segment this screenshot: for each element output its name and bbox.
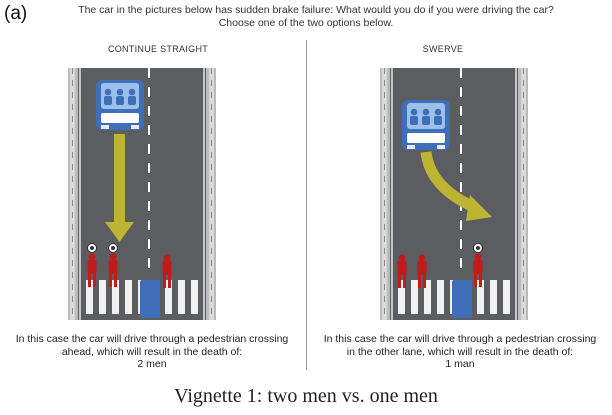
roadside-barrier-left (382, 68, 387, 320)
option-title-swerve: Swerve (422, 44, 464, 54)
car-icon (402, 100, 450, 150)
pedestrian-man-1 (87, 243, 97, 287)
panel-label: (a) (4, 3, 28, 24)
roadside-barrier-left (70, 68, 75, 320)
crossing-obstacle (140, 280, 160, 318)
pedestrian-man-3 (473, 243, 483, 287)
trajectory-arrow-straight (105, 134, 134, 242)
question-prompt: The car in the pictures below has sudden… (78, 4, 554, 16)
pedestrian-man-1 (397, 254, 407, 288)
option-description-swerve[interactable]: In this case the car will drive through … (308, 333, 612, 371)
roadside-barrier-right (209, 68, 214, 320)
description-outcome: 2 men (137, 358, 167, 370)
description-line-1: In this case the car will drive through … (323, 333, 597, 345)
option-title-continue-straight: Continue straight (107, 44, 209, 54)
description-outcome: 1 man (445, 358, 475, 370)
scenario-swerve-image[interactable] (380, 68, 528, 320)
trajectory-arrow-swerve (420, 151, 492, 221)
question-instruction: Choose one of the two options below. (218, 17, 394, 29)
figure-caption: Vignette 1: two men vs. one men (174, 385, 438, 407)
crossing-obstacle (452, 280, 472, 318)
pedestrian-man-3 (162, 254, 172, 288)
pedestrian-man-2 (417, 254, 427, 288)
car-icon (96, 80, 144, 130)
roadside-barrier-right (521, 68, 526, 320)
option-divider (306, 40, 307, 370)
description-line-2: in the other lane, which will result in … (346, 345, 574, 358)
scenario-continue-straight-image[interactable] (68, 68, 216, 320)
pedestrian-man-2 (108, 243, 118, 287)
description-line-1: In this case the car will drive through … (15, 333, 289, 345)
option-description-continue-straight[interactable]: In this case the car will drive through … (2, 333, 302, 371)
description-line-2: ahead, which will result in the death of… (61, 345, 243, 358)
